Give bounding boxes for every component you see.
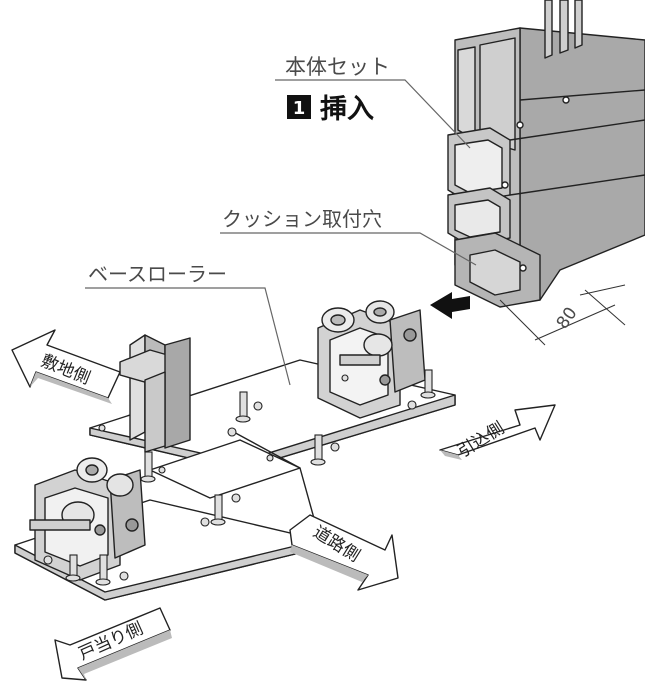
pull-in-side-arrow: 引込側	[439, 404, 556, 462]
dimension-value: 80	[553, 304, 582, 333]
step-text: 挿入	[320, 94, 374, 125]
pull-in-side-label: 引込側	[454, 418, 508, 462]
step-number-box	[287, 95, 311, 119]
gate-body	[447, 0, 645, 308]
base-roller-label: ベースローラー	[88, 262, 227, 286]
cross-guide-post	[119, 334, 191, 453]
door-stop-side-arrow: 戸当り側	[54, 607, 172, 681]
road-side-arrow: 道路側	[289, 514, 399, 591]
insert-arrow	[430, 292, 470, 319]
lower-roller-unit	[29, 457, 146, 581]
upper-roller-unit	[317, 300, 426, 419]
site-side-arrow: 敷地側	[11, 329, 121, 404]
dimension-lines	[499, 284, 626, 346]
leader-lines	[85, 79, 477, 386]
main-unit-label: 本体セット	[285, 55, 390, 79]
cushion-hole-label: クッション取付穴	[222, 207, 382, 231]
step-number: 1	[293, 98, 306, 119]
anchor-bolts	[43, 369, 436, 586]
